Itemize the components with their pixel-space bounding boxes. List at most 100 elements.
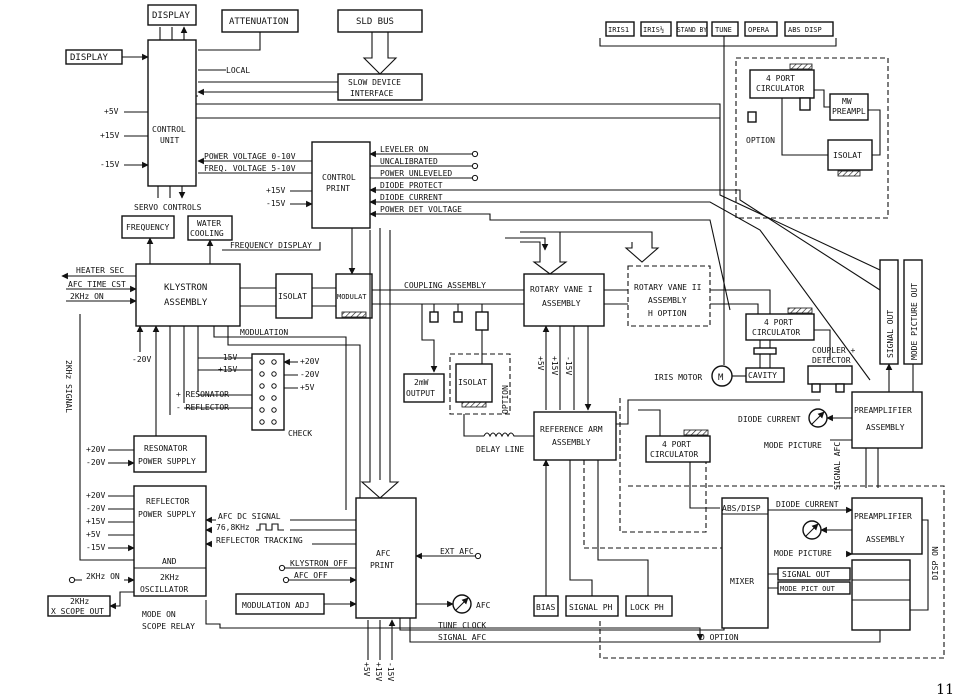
plus5-label: +5V <box>104 107 119 116</box>
ref-ps-label-1: REFLECTOR <box>146 497 190 506</box>
switch-abs-disp[interactable] <box>784 21 834 37</box>
signal-ph-label: SIGNAL PH <box>569 603 613 612</box>
diode-current-label: DIODE CURRENT <box>380 193 443 202</box>
attenuation-label: ATTENUATION <box>229 17 289 27</box>
option-link-1 <box>814 89 830 108</box>
isolat-label: ISOLAT <box>278 292 307 301</box>
resonator-ps-box <box>133 435 207 473</box>
a-p15-label: +15V <box>374 662 383 681</box>
khz76-pulse <box>256 523 284 531</box>
option-small-block <box>747 111 757 123</box>
kly-off-led <box>278 564 286 572</box>
isolat-option-hatch <box>461 401 487 408</box>
ref-arm-label-2: ASSEMBLY <box>552 438 591 447</box>
switch-tune-label: TUNE <box>715 26 732 34</box>
tp-p5-label: +5V <box>300 383 315 392</box>
mid-mode-picture-label: MODE PICTURE <box>764 441 822 450</box>
delay-line-feed <box>463 414 484 437</box>
coupler-box <box>807 365 853 385</box>
local-label: LOCAL <box>226 66 250 75</box>
afc-off-led <box>282 576 290 584</box>
bias-label: BIAS <box>536 603 555 612</box>
afc-off-label: AFC OFF <box>294 571 328 580</box>
switch-iris1[interactable] <box>605 21 635 37</box>
afc-print-label-1: AFC <box>376 549 391 558</box>
lr-meter-needle <box>805 523 819 537</box>
ext-afc-label: EXT AFC <box>440 547 474 556</box>
ref-ps-and: AND <box>162 557 177 566</box>
isolat-option-dashed <box>449 353 511 415</box>
cavity-label: CAVITY <box>748 371 777 380</box>
preamp-lower-label-1: PREAMPLIFIER <box>854 512 912 521</box>
rf-p20-label: +20V <box>86 491 105 500</box>
led-unlevel <box>471 174 479 182</box>
cp-minus15-label: -15V <box>266 199 285 208</box>
ref-to-bias <box>546 460 649 596</box>
klystron-label-2: ASSEMBLY <box>164 298 208 308</box>
switch-opera-label: OPERA <box>748 26 770 34</box>
iris-motor-m: M <box>718 373 724 383</box>
coupling-assembly-label: COUPLING ASSEMBLY <box>404 281 486 290</box>
minus15-label: -15V <box>100 160 119 169</box>
coupling-stub-1 <box>429 311 439 323</box>
output-box <box>403 373 445 403</box>
power-voltage-label: POWER VOLTAGE 0-10V <box>204 152 296 161</box>
control-print-box <box>311 141 371 229</box>
signal-out-lower-label: SIGNAL OUT <box>782 570 830 579</box>
cp-voltage-lines <box>198 161 312 174</box>
disp-on-line <box>910 519 929 611</box>
coupler-port-2 <box>835 383 845 393</box>
option-link-block <box>799 97 811 111</box>
option-mw-label-1: MW <box>842 97 852 106</box>
coupling-to-output <box>421 304 438 373</box>
klystron-assembly-box <box>135 263 241 327</box>
preamp-mid-down <box>865 448 879 488</box>
switch-tune[interactable] <box>711 21 739 37</box>
option-circ-label-1: 4 PORT <box>766 74 795 83</box>
afc-dc-signal-label: AFC DC SIGNAL <box>218 512 281 521</box>
v-p5-label: +5V <box>536 356 545 371</box>
mid-circ-feed <box>638 409 720 509</box>
switch-standby[interactable] <box>676 21 708 37</box>
cu-to-display-arrows <box>159 27 184 40</box>
scope-label-2: X SCOPE OUT <box>51 607 104 616</box>
mid-circulator-box <box>645 435 711 463</box>
lock-ph-box <box>625 595 673 617</box>
isolat-option-box <box>455 363 493 403</box>
modulat-box <box>335 273 373 319</box>
water-label-1: WATER <box>197 219 221 228</box>
cu-bus-1 <box>196 103 881 271</box>
switch-iris-half[interactable] <box>640 21 672 37</box>
rv-circ-label-1: 4 PORT <box>764 318 793 327</box>
isolat-option-text: OPTION <box>501 385 510 414</box>
coupler-port-1 <box>811 383 821 393</box>
rf-p5-label: +5V <box>86 530 101 539</box>
switch-iris1-label: IRIS1 <box>608 26 629 34</box>
coupler-label-1: COUPLER + <box>812 346 856 355</box>
switch-opera[interactable] <box>744 21 778 37</box>
coupling-waveguide <box>372 289 524 305</box>
mixer-label: MIXER <box>730 577 754 586</box>
modulat-label: MODULAT <box>337 293 367 301</box>
cp-protect-line <box>369 186 881 291</box>
rf-p15-label: +15V <box>86 517 105 526</box>
switch-abs-disp-label: ABS DISP <box>788 26 822 34</box>
control-print-label-2: PRINT <box>326 184 350 193</box>
tp-p20-label: +20V <box>300 357 319 366</box>
rv-circ-label-2: CIRCULATOR <box>752 328 800 337</box>
mid-circ-label-1: 4 PORT <box>662 440 691 449</box>
mode-picture-out-label: MODE PICTURE OUT <box>910 283 919 360</box>
water-cooling-box <box>187 215 233 241</box>
option-box <box>735 57 889 219</box>
hollow-arrow-rv2 <box>520 231 660 263</box>
rs-m20-label: -20V <box>86 458 105 467</box>
slow-device-label-1: SLOW DEVICE <box>348 78 401 87</box>
uncalibrated-label: UNCALIBRATED <box>380 157 438 166</box>
control-print-label-1: CONTROL <box>322 173 356 182</box>
rf-supply-lines <box>108 495 134 548</box>
mid-dashed-route <box>619 398 707 533</box>
d-option-label: D OPTION <box>700 633 739 642</box>
tp-m20-label: -20V <box>300 370 319 379</box>
ref-to-circ <box>616 399 820 425</box>
rf-m15-label: -15V <box>86 543 105 552</box>
